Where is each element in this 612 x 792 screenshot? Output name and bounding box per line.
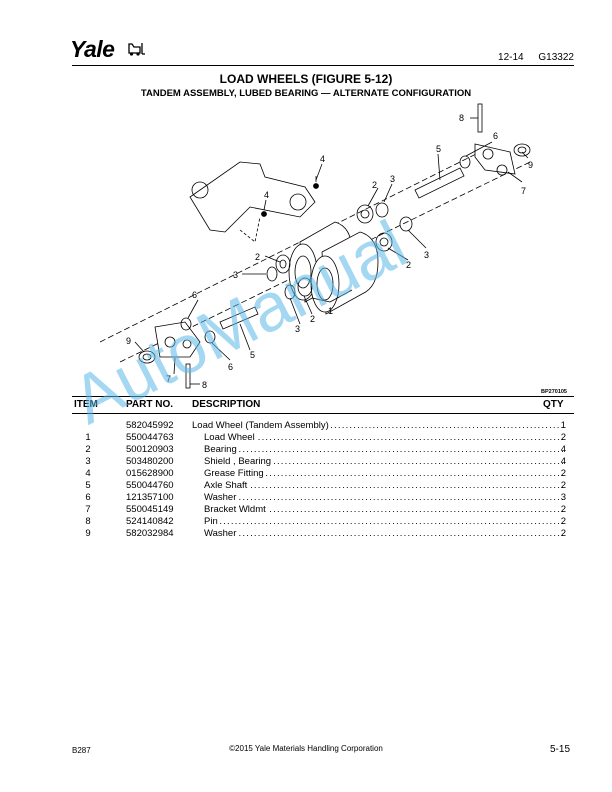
callout-label: 9 (528, 160, 533, 170)
callout-label: 6 (192, 290, 197, 300)
row-description: ........................................… (204, 504, 564, 515)
row-qty: 4 (560, 456, 566, 467)
table-rule-top (72, 396, 574, 397)
row-part-number: 582045992 (126, 420, 174, 431)
row-part-number: 015628900 (126, 468, 174, 479)
row-qty: 2 (560, 468, 566, 479)
row-description: ........................................… (192, 420, 564, 431)
row-description: ........................................… (204, 456, 564, 467)
callout-label: 7 (521, 186, 526, 196)
row-item: 8 (85, 516, 91, 527)
callout-label: 3 (233, 270, 238, 280)
row-item: 2 (85, 444, 91, 455)
callout-label: 9 (126, 336, 131, 346)
row-item: 1 (85, 432, 91, 443)
row-item: 5 (85, 480, 91, 491)
parts-table: 582045992...............................… (72, 420, 574, 540)
table-row: 582045992...............................… (72, 420, 574, 432)
figure-code: BP270105 (541, 389, 567, 395)
callout-label: 8 (459, 113, 464, 123)
row-part-number: 503480200 (126, 456, 174, 467)
row-description: ........................................… (204, 432, 564, 443)
row-description: ........................................… (204, 528, 564, 539)
row-qty: 2 (560, 528, 566, 539)
table-row: 4 015628900..............................… (72, 468, 574, 480)
callout-label: 2 (372, 180, 377, 190)
callout-label: 4 (264, 190, 269, 200)
row-qty: 2 (560, 516, 566, 527)
page-subtitle: TANDEM ASSEMBLY, LUBED BEARING — ALTERNA… (140, 88, 472, 99)
table-row: 6 121357100..............................… (72, 492, 574, 504)
table-rule-header (72, 413, 574, 414)
footer-code: B287 (72, 746, 91, 755)
row-description: ........................................… (204, 480, 564, 491)
table-row: 3 503480200..............................… (72, 456, 574, 468)
callout-label: 6 (493, 131, 498, 141)
row-description: ........................................… (204, 444, 564, 455)
row-description: ........................................… (204, 492, 564, 503)
callout-label: 5 (436, 144, 441, 154)
yale-logo: Yale (70, 36, 115, 62)
row-item: 3 (85, 456, 91, 467)
row-item: 4 (85, 468, 91, 479)
row-part-number: 550044760 (126, 480, 174, 491)
header-meta: 12-14 G13322 (486, 52, 574, 63)
row-qty: 2 (560, 432, 566, 443)
callout-label: 2 (310, 314, 315, 324)
row-item: 7 (85, 504, 91, 515)
col-header-part: PART NO. (126, 399, 174, 410)
row-part-number: 121357100 (126, 492, 174, 503)
page-title: LOAD WHEELS (FIGURE 5-12) (219, 72, 393, 86)
row-qty: 2 (560, 504, 566, 515)
callout-label: 3 (424, 250, 429, 260)
header-rule (72, 65, 574, 66)
callout-label: 1 (328, 306, 333, 316)
row-description: ........................................… (204, 468, 564, 479)
row-item: 6 (85, 492, 91, 503)
callout-label: 3 (390, 174, 395, 184)
header-doc-number: G13322 (538, 52, 574, 63)
exploded-parts-diagram: 8 6 9 5 7 4 2 3 4 2 3 1 2 3 2 3 6 9 5 7 … (99, 103, 533, 390)
col-header-item: ITEM (74, 399, 98, 410)
callout-label: 5 (250, 350, 255, 360)
callout-label: 2 (255, 252, 260, 262)
callout-label: 7 (166, 374, 171, 384)
row-qty: 4 (560, 444, 566, 455)
table-row: 1 550044763..............................… (72, 432, 574, 444)
col-header-qty: QTY (543, 399, 564, 410)
row-qty: 2 (560, 480, 566, 491)
table-row: 7 550045149..............................… (72, 504, 574, 516)
row-part-number: 500120903 (126, 444, 174, 455)
table-row: 5 550044760..............................… (72, 480, 574, 492)
callout-label: 2 (406, 260, 411, 270)
callout-label: 6 (228, 362, 233, 372)
row-description: ........................................… (204, 516, 564, 527)
row-part-number: 550044763 (126, 432, 174, 443)
table-row: 8 524140842..............................… (72, 516, 574, 528)
row-part-number: 550045149 (126, 504, 174, 515)
footer-copyright: ©2015 Yale Materials Handling Corporatio… (229, 744, 383, 753)
row-part-number: 582032984 (126, 528, 174, 539)
table-row: 9 582032984..............................… (72, 528, 574, 540)
row-qty: 3 (560, 492, 566, 503)
row-item: 9 (85, 528, 91, 539)
callout-label: 4 (320, 154, 325, 164)
header-date: 12-14 (498, 52, 524, 63)
callout-label: 3 (295, 324, 300, 334)
page-number: 5-15 (549, 744, 570, 755)
callout-label: 8 (202, 380, 207, 390)
forklift-icon (128, 43, 145, 56)
table-row: 2 500120903..............................… (72, 444, 574, 456)
row-part-number: 524140842 (126, 516, 174, 527)
col-header-desc: DESCRIPTION (192, 399, 261, 410)
row-qty: 1 (560, 420, 566, 431)
